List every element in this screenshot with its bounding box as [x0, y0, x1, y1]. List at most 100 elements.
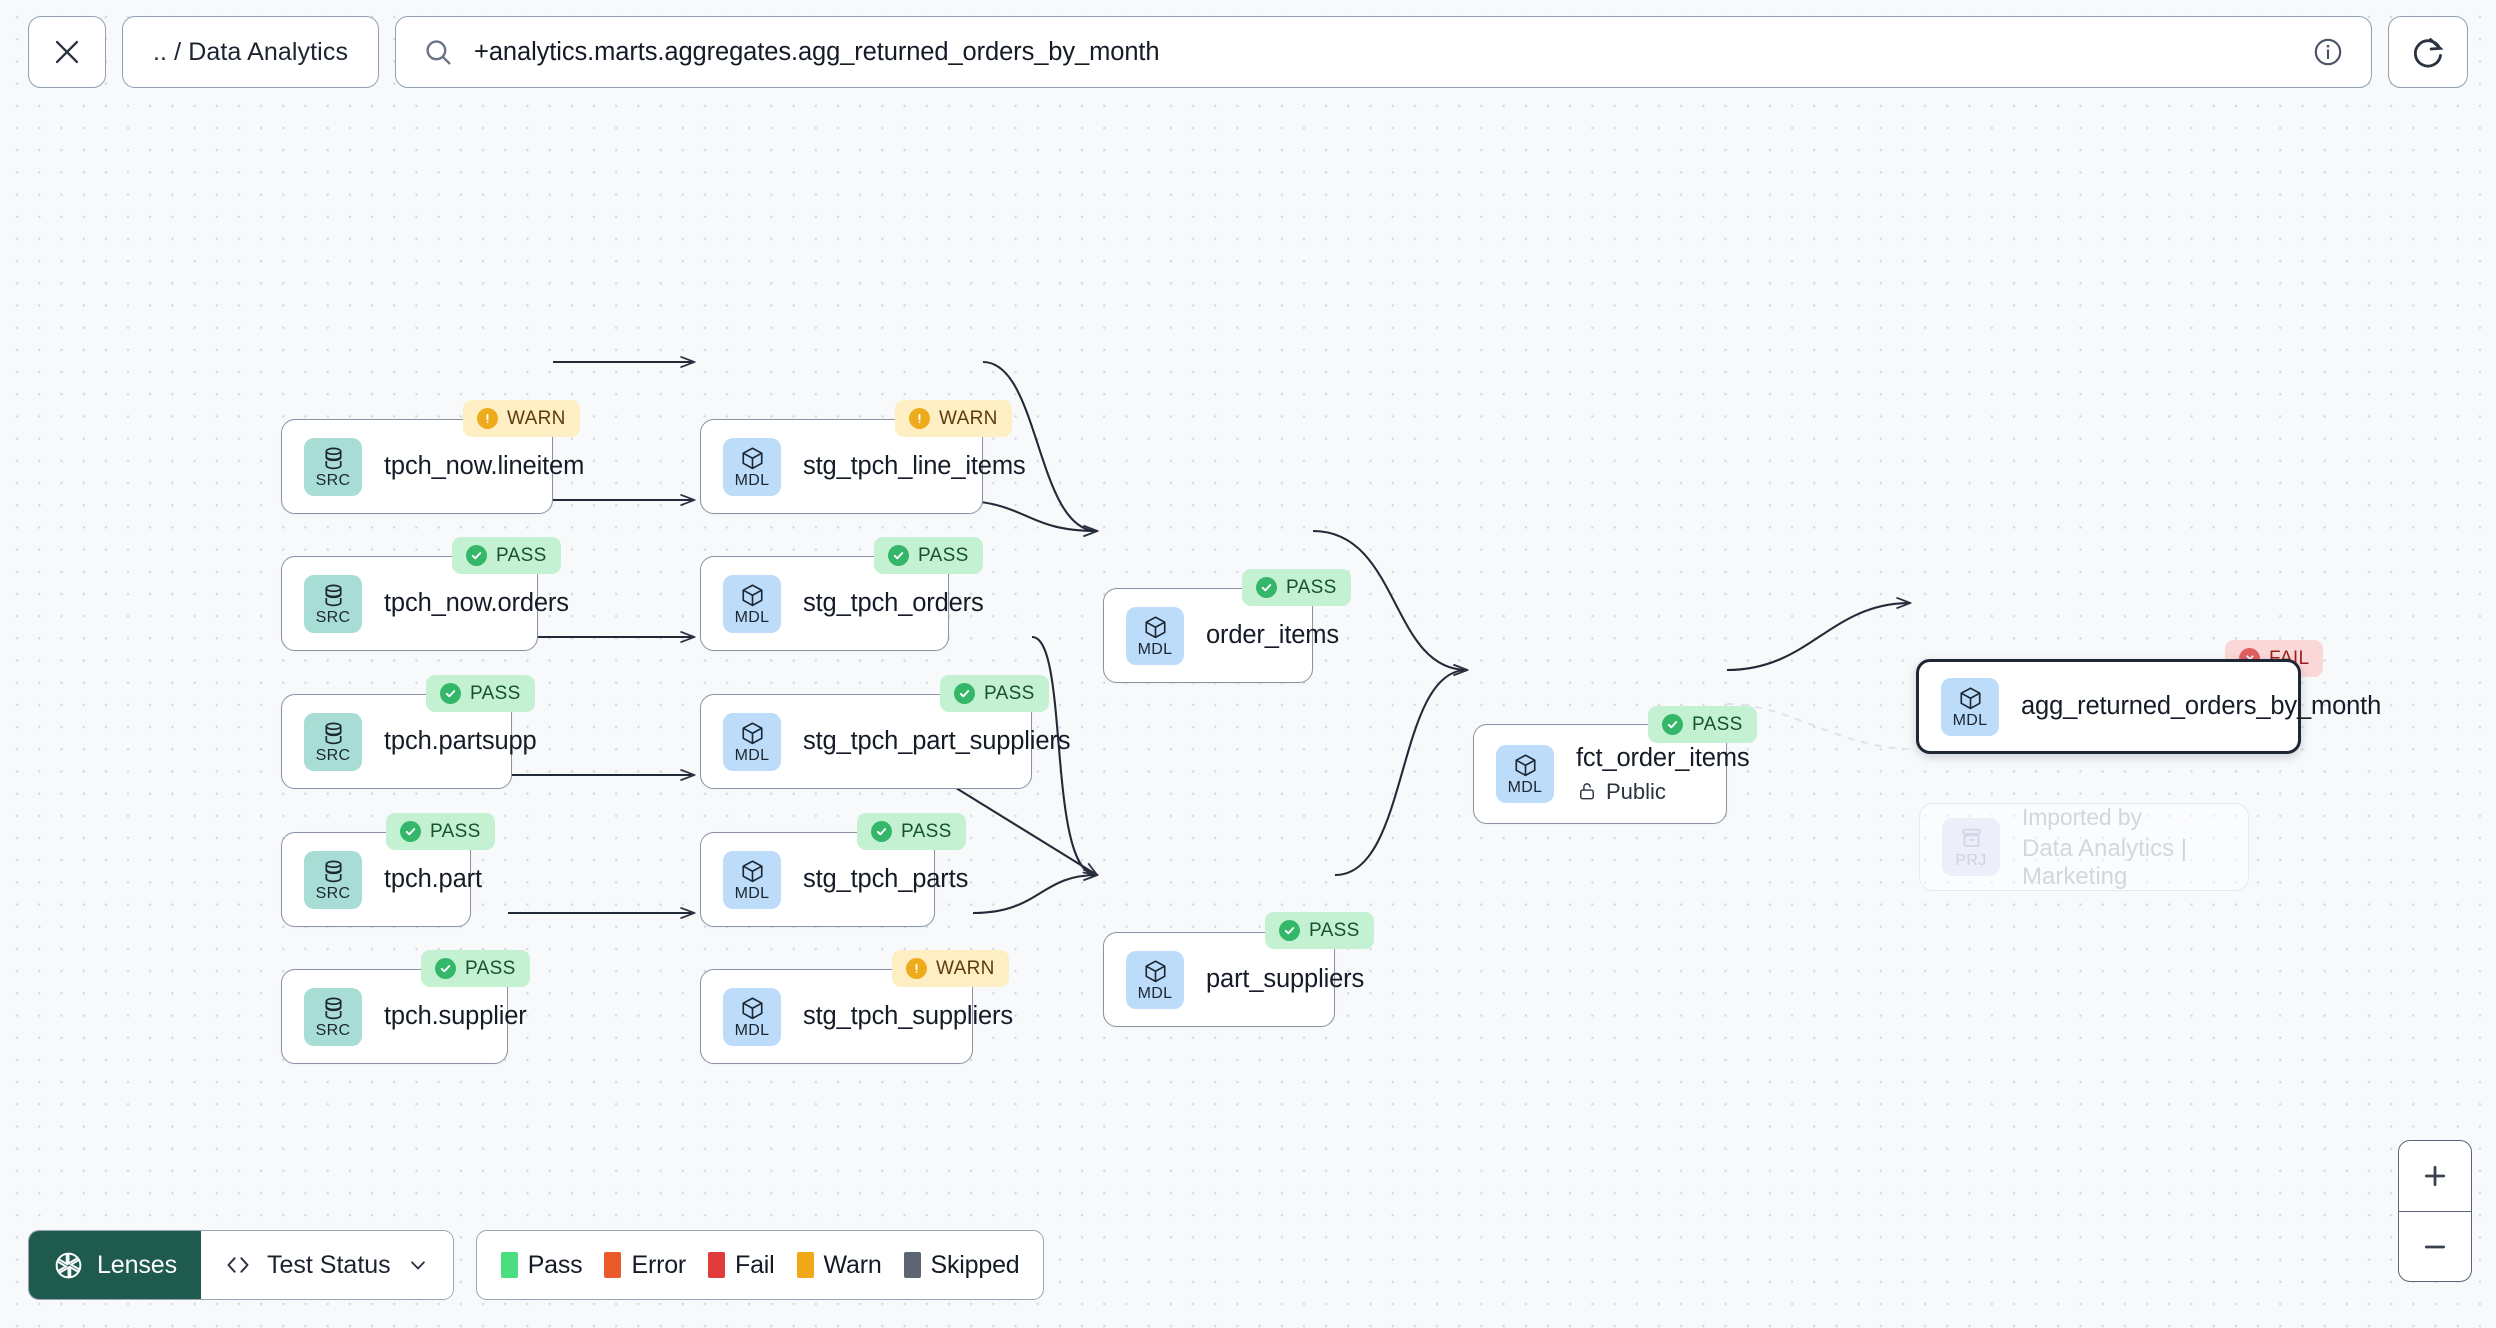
status-badge-tpch_now_orders[interactable]: PASS — [452, 537, 561, 574]
test-status-dropdown[interactable]: Test Status — [201, 1231, 453, 1299]
lenses-button[interactable]: Lenses — [29, 1231, 202, 1299]
node-body: tpch.partsupp — [384, 726, 537, 756]
exclamation-icon — [918, 414, 921, 423]
status-dot-icon — [435, 958, 456, 979]
node-type-label: MDL — [1137, 640, 1173, 658]
database-icon — [324, 860, 342, 882]
status-badge-tpch_now_lineitem[interactable]: WARN — [463, 400, 580, 437]
cube-icon — [741, 996, 763, 1019]
check-icon — [471, 552, 482, 560]
status-badge-stg_tpch_parts[interactable]: PASS — [857, 813, 966, 850]
lenses-label: Lenses — [97, 1250, 178, 1279]
plus-icon — [2424, 1165, 2446, 1187]
legend-item-error[interactable]: Error — [604, 1251, 686, 1280]
status-badge-stg_tpch_orders[interactable]: PASS — [874, 537, 983, 574]
legend-swatch-error — [604, 1252, 622, 1278]
legend-label: Pass — [527, 1250, 583, 1279]
legend-swatch-skipped — [903, 1252, 921, 1278]
database-icon — [324, 584, 342, 606]
status-dot-icon — [871, 821, 892, 842]
archive-icon — [1961, 828, 1981, 848]
node-type-label: MDL — [734, 884, 770, 902]
graph-node-tpch_now_lineitem[interactable]: SRC tpch_now.lineitem — [281, 419, 585, 514]
node-type-label: SRC — [315, 1021, 351, 1039]
node-subtitle-text: Public — [1606, 778, 1666, 804]
node-type-label: MDL — [1507, 779, 1543, 796]
search-bar[interactable]: +analytics.marts.aggregates.agg_returned… — [395, 16, 2372, 88]
node-type-label: MDL — [1952, 711, 1988, 729]
refresh-icon — [2413, 38, 2444, 68]
node-body: tpch.supplier — [384, 1001, 527, 1031]
status-badge-tpch_partsupp[interactable]: PASS — [426, 675, 535, 712]
edge-partsuppliers-fct — [1334, 670, 1467, 877]
node-title: tpch.partsupp — [384, 726, 537, 755]
node-type-badge-src: SRC — [304, 987, 362, 1046]
lineage-canvas[interactable]: SRC tpch_now.lineitem WARN SRC tpch_now. — [0, 104, 2496, 1328]
node-type-label: SRC — [315, 746, 351, 764]
refresh-button[interactable] — [2388, 16, 2468, 88]
code-icon — [227, 1257, 249, 1273]
node-title: order_items — [1206, 620, 1339, 649]
zoom-out-button[interactable] — [2399, 1211, 2471, 1281]
graph-node-tpch_now_orders[interactable]: SRC tpch_now.orders — [281, 556, 569, 651]
info-icon[interactable] — [2311, 35, 2345, 69]
check-icon — [440, 965, 451, 973]
status-badge-tpch_supplier[interactable]: PASS — [421, 950, 530, 987]
legend-item-pass[interactable]: Pass — [500, 1250, 583, 1280]
legend-label: Skipped — [930, 1250, 1020, 1279]
test-status-label: Test Status — [267, 1250, 391, 1279]
status-badge-label: PASS — [1286, 576, 1337, 598]
legend-swatch-pass — [500, 1252, 518, 1278]
cube-icon — [1959, 686, 1981, 709]
status-badge-fct_order_items[interactable]: PASS — [1648, 706, 1757, 743]
node-type-badge-mdl: MDL — [1126, 950, 1184, 1009]
node-type-label: SRC — [315, 471, 351, 489]
cube-icon — [1144, 615, 1166, 638]
status-badge-part_suppliers[interactable]: PASS — [1265, 912, 1374, 949]
cube-icon — [1144, 959, 1166, 982]
node-type-label: MDL — [734, 608, 770, 626]
node-body: stg_tpch_line_items — [803, 451, 1026, 481]
node-title: stg_tpch_line_items — [803, 451, 1026, 480]
status-dot-icon — [909, 408, 930, 429]
node-title: tpch_now.lineitem — [384, 451, 585, 480]
status-badge-stg_tpch_part_suppliers[interactable]: PASS — [940, 675, 1049, 712]
edge-stgpartsup-partsuppliers — [1031, 635, 1097, 875]
legend-item-skipped[interactable]: Skipped — [903, 1250, 1020, 1280]
node-type-badge-mdl: MDL — [1941, 677, 1999, 736]
status-badge-label: WARN — [507, 407, 566, 429]
edge-fct-agg — [1726, 603, 1910, 672]
status-badge-label: WARN — [936, 957, 995, 979]
node-type-badge-mdl: MDL — [723, 574, 781, 633]
bottom-toolbar: Lenses Test Status Pass Error Fail Warn … — [28, 1230, 1045, 1300]
node-title: tpch_now.orders — [384, 588, 569, 617]
status-badge-label: PASS — [1309, 919, 1360, 941]
status-dot-icon — [1662, 714, 1683, 735]
node-type-label: SRC — [315, 608, 351, 626]
status-badge-stg_tpch_suppliers[interactable]: WARN — [892, 950, 1009, 987]
check-icon — [405, 828, 416, 836]
breadcrumb[interactable]: .. / Data Analytics — [122, 16, 380, 88]
node-type-badge-mdl: MDL — [723, 712, 781, 771]
status-badge-tpch_part[interactable]: PASS — [386, 813, 495, 850]
status-badge-stg_tpch_line_items[interactable]: WARN — [895, 400, 1012, 437]
legend-item-fail[interactable]: Fail — [708, 1251, 775, 1280]
node-title: tpch.supplier — [384, 1001, 527, 1030]
legend-swatch-warn — [796, 1252, 814, 1278]
status-badge-order_items[interactable]: PASS — [1242, 569, 1351, 606]
status-badge-agg_returned_orders_by_month[interactable]: FAIL — [2225, 640, 2324, 677]
zoom-in-button[interactable] — [2399, 1141, 2471, 1211]
graph-node-agg_returned_orders_by_month[interactable]: MDL agg_returned_orders_by_month — [1916, 659, 2381, 754]
search-input[interactable]: +analytics.marts.aggregates.agg_returned… — [474, 37, 1160, 66]
check-icon — [1261, 584, 1272, 592]
node-type-badge-mdl: MDL — [723, 850, 781, 909]
status-dot-icon — [400, 821, 421, 842]
graph-node-imported_by_project[interactable]: PRJ Imported by Data Analytics | Marketi… — [1919, 803, 2249, 891]
node-type-badge-mdl: MDL — [723, 437, 781, 496]
close-button[interactable] — [28, 16, 106, 88]
legend-item-warn[interactable]: Warn — [796, 1251, 882, 1280]
node-type-badge-mdl: MDL — [1126, 606, 1184, 665]
unlock-icon — [1580, 783, 1594, 800]
node-title: stg_tpch_part_suppliers — [803, 726, 1071, 755]
graph-node-stg_tpch_part_suppliers[interactable]: MDL stg_tpch_part_suppliers — [700, 694, 1071, 789]
